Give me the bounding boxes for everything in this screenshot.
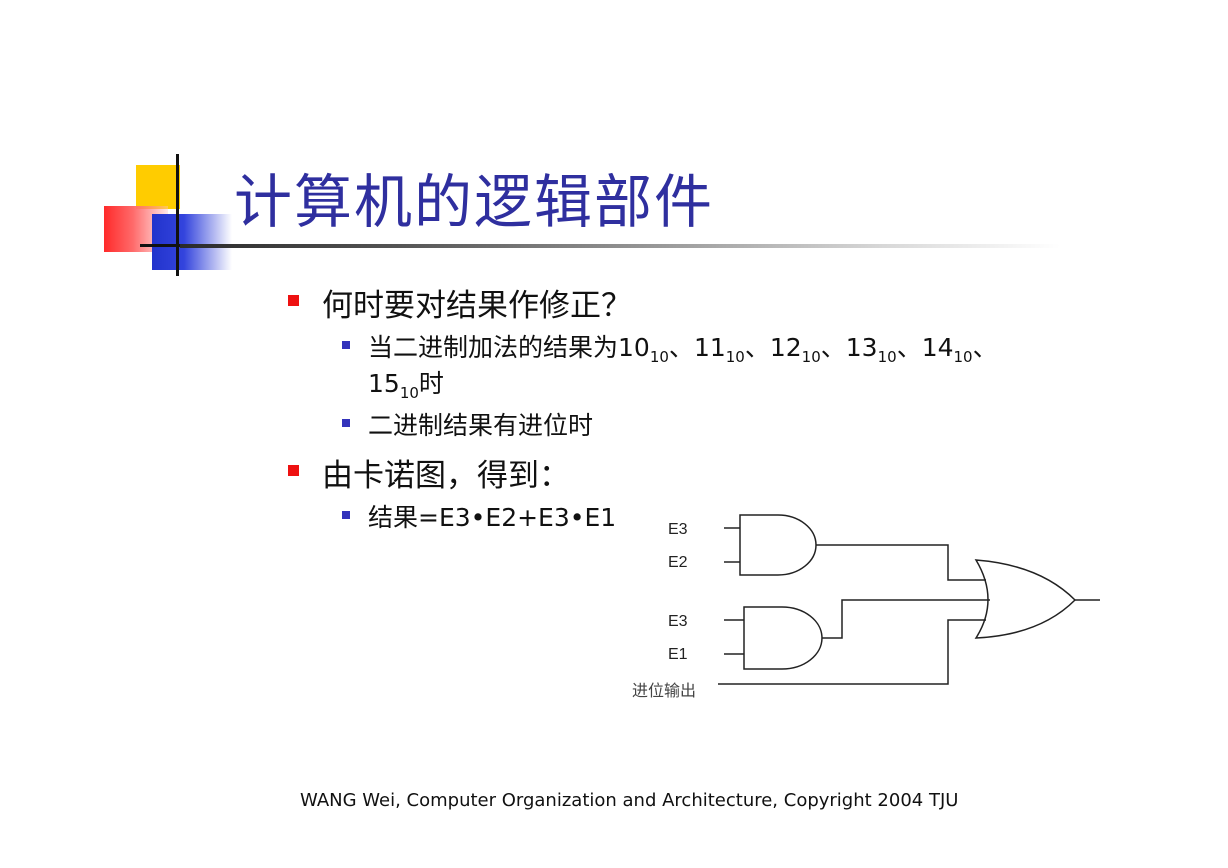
wire-and2-to-or — [822, 599, 990, 639]
value-10: 10 — [618, 333, 650, 362]
bullet-marker-red — [288, 295, 299, 306]
bullet-text: 由卡诺图，得到： — [322, 458, 570, 494]
label-input-e2: E2 — [668, 554, 688, 571]
wire-carry-to-or — [718, 619, 986, 685]
bullet-binary-results-cont: 1510时 — [368, 364, 444, 402]
logic-circuit-diagram: E3 E2 E3 E1 进位输出 — [632, 514, 1100, 700]
base-subscript: 10 — [399, 384, 419, 402]
label-input-e1: E1 — [668, 646, 688, 663]
title-underline — [180, 244, 1060, 248]
bullet-marker-blue — [342, 419, 350, 427]
or-gate — [974, 559, 1077, 639]
separator: 、 — [896, 333, 922, 362]
logo-vertical-line — [176, 154, 179, 276]
base-subscript: 10 — [953, 348, 973, 366]
base-subscript: 10 — [801, 348, 821, 366]
bullet-text: 二进制结果有进位时 — [368, 411, 594, 440]
formula-prefix: 结果 — [368, 503, 419, 532]
bullet-suffix: 时 — [418, 369, 444, 398]
formula-expression: =E3•E2+E3•E1 — [418, 503, 617, 532]
separator: 、 — [820, 333, 846, 362]
base-subscript: 10 — [649, 348, 669, 366]
bullet-binary-results: 当二进制加法的结果为1010、1110、1210、1310、1410、 — [342, 328, 998, 366]
bullet-text: 何时要对结果作修正？ — [322, 288, 632, 324]
bullet-when-correct: 何时要对结果作修正？ — [288, 280, 632, 325]
bullet-prefix: 当二进制加法的结果为 — [368, 333, 619, 362]
value-11: 11 — [693, 333, 726, 362]
slide-logo — [100, 150, 240, 280]
label-input-e3-a: E3 — [668, 521, 688, 538]
value-15: 15 — [368, 369, 400, 398]
and-gate-1 — [739, 514, 817, 576]
bullet-marker-red — [288, 465, 299, 476]
separator: 、 — [972, 333, 998, 362]
bullet-marker-blue — [342, 511, 350, 519]
label-input-e3-b: E3 — [668, 613, 688, 630]
logo-yellow-square — [136, 165, 180, 209]
separator: 、 — [668, 333, 694, 362]
bullet-formula: 结果=E3•E2+E3•E1 — [342, 498, 617, 534]
bullet-marker-blue — [342, 341, 350, 349]
value-12: 12 — [769, 333, 802, 362]
separator: 、 — [744, 333, 770, 362]
bullet-carry: 二进制结果有进位时 — [342, 406, 594, 442]
and-gate-2 — [743, 606, 823, 670]
value-13: 13 — [845, 333, 878, 362]
label-carry-output: 进位输出 — [632, 682, 696, 700]
logo-blue-square — [152, 214, 232, 270]
base-subscript: 10 — [877, 348, 897, 366]
slide-title: 计算机的逻辑部件 — [234, 168, 715, 236]
value-14: 14 — [921, 333, 954, 362]
wire-and1-to-or — [816, 544, 986, 581]
base-subscript: 10 — [725, 348, 745, 366]
bullet-karnaugh: 由卡诺图，得到： — [288, 450, 570, 495]
slide-footer: WANG Wei, Computer Organization and Arch… — [300, 790, 959, 811]
